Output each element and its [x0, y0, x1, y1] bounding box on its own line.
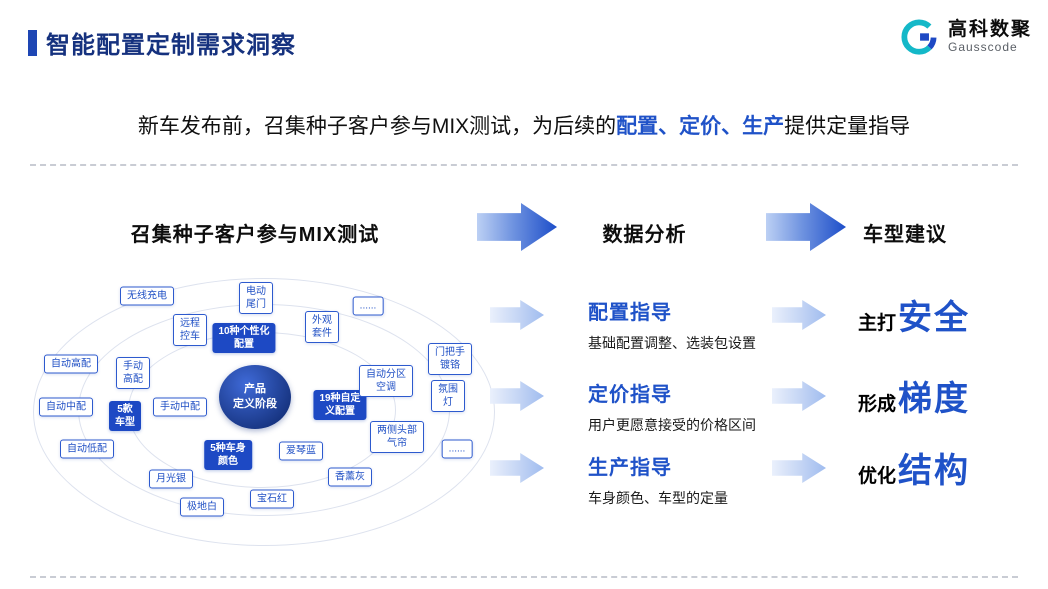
suggestion-prefix: 主打	[858, 313, 897, 334]
suggestion-row-gradient: 形成 梯度	[858, 371, 970, 420]
analysis-title: 配置指导	[588, 302, 672, 324]
title-accent-bar	[28, 30, 37, 56]
analysis-row-production: 生产指导 车身颜色、车型的定量	[588, 451, 798, 508]
diagram-node: 手动中配	[153, 397, 207, 417]
column-header-mix-test: 召集种子客户参与MIX测试	[130, 224, 380, 246]
page-title: 智能配置定制需求洞察	[46, 32, 296, 59]
column-header-data-analysis: 数据分析	[602, 224, 687, 246]
logo: 高科数聚 Gausscode	[898, 16, 1032, 58]
diagram-node: 门把手 镀铬	[428, 343, 472, 375]
analysis-desc: 车身颜色、车型的定量	[588, 490, 728, 506]
subtitle-text-1: 新车发布前，召集种子客户参与MIX测试，为后续的	[137, 115, 617, 138]
analysis-row-pricing: 定价指导 用户更愿意接受的价格区间	[588, 378, 798, 435]
diagram-node: 极地白	[180, 497, 224, 517]
diagram-node: 自动低配	[60, 439, 114, 459]
suggestion-prefix: 形成	[858, 394, 897, 415]
top-divider	[30, 164, 1018, 166]
diagram-node: 外观 套件	[305, 311, 339, 343]
diagram-node: 香薰灰	[328, 467, 372, 487]
suggestion-keyword: 安全	[898, 299, 971, 337]
diagram-node: 自动分区 空调	[359, 365, 413, 397]
suggestion-row-structure: 优化 结构	[858, 443, 970, 492]
column-header-model-suggestion: 车型建议	[863, 224, 947, 246]
flow-arrow-icon-2	[766, 203, 846, 251]
diagram-node: 两侧头部 气帘	[370, 421, 424, 453]
analysis-desc: 基础配置调整、选装包设置	[588, 335, 756, 351]
suggestion-prefix: 优化	[858, 466, 897, 487]
diagram-node: 氛围 灯	[431, 380, 465, 412]
diagram-node: 电动 尾门	[239, 282, 273, 314]
suggestion-keyword: 梯度	[898, 380, 971, 418]
bottom-divider	[30, 576, 1018, 578]
diagram-node: 自动高配	[44, 354, 98, 374]
orbit-ellipse-outer	[33, 278, 495, 546]
diagram-node: 手动 高配	[116, 357, 150, 389]
analysis-desc: 用户更愿意接受的价格区间	[588, 417, 756, 433]
analysis-title: 生产指导	[588, 457, 672, 479]
diagram-node: 月光银	[149, 469, 193, 489]
analysis-row-config: 配置指导 基础配置调整、选装包设置	[588, 296, 798, 353]
diagram-node: ......	[441, 439, 473, 459]
gausscode-logo-icon	[901, 19, 937, 55]
diagram-node: 宝石红	[250, 489, 294, 509]
subtitle-text-2: 提供定量指导	[784, 115, 911, 138]
diagram-node: 5款 车型	[109, 401, 141, 431]
analysis-title: 定价指导	[588, 384, 672, 406]
diagram-node: 远程 控车	[173, 314, 207, 346]
diagram-node: 自动中配	[39, 397, 93, 417]
diagram-node: 5种车身 颜色	[204, 440, 252, 470]
flow-arrow-icon-1	[477, 203, 557, 251]
suggestion-keyword: 结构	[898, 452, 971, 490]
subtitle: 新车发布前，召集种子客户参与MIX测试，为后续的配置、定价、生产提供定量指导	[0, 110, 1048, 140]
diagram-node: ......	[352, 296, 384, 316]
diagram-node: 10种个性化 配置	[212, 323, 276, 353]
diagram-node: 无线充电	[120, 286, 174, 306]
logo-name: 高科数聚	[947, 19, 1032, 41]
diagram-node: 爱琴蓝	[279, 441, 323, 461]
logo-subname: Gausscode	[947, 40, 1018, 55]
diagram-node: 19种自定 义配置	[313, 390, 367, 420]
subtitle-highlight: 配置、定价、生产	[616, 115, 785, 138]
diagram-center-node: 产品 定义阶段	[219, 365, 291, 429]
logo-text: 高科数聚 Gausscode	[948, 19, 1032, 55]
suggestion-row-safety: 主打 安全	[858, 290, 970, 339]
